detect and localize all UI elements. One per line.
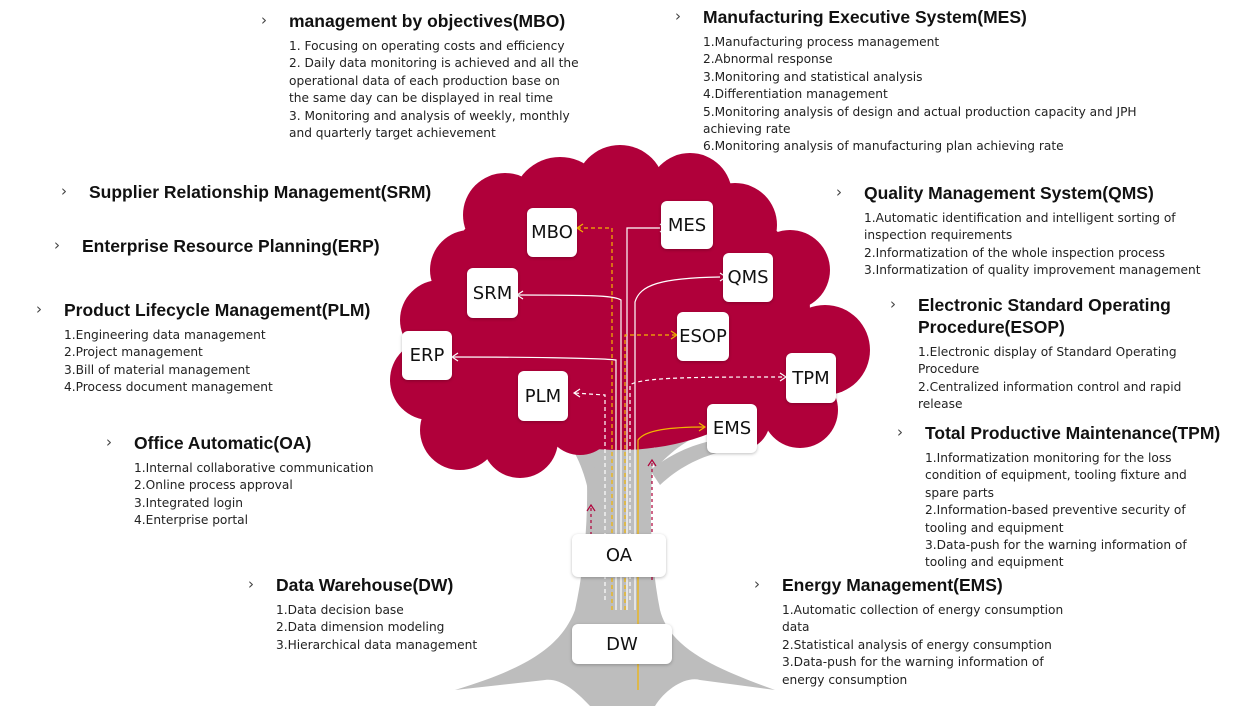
list-item: 2.Abnormal response: [703, 52, 833, 67]
list-item: 1.Manufacturing process management: [703, 35, 940, 49]
chevron-right-icon: ›: [261, 11, 267, 29]
list-item: 5.Monitoring analysis of design and actu…: [703, 104, 1137, 137]
list-item: 1.Engineering data management: [64, 328, 266, 342]
chevron-right-icon: ›: [897, 423, 903, 441]
node-srm[interactable]: SRM: [467, 268, 518, 318]
chevron-right-icon: ›: [754, 575, 760, 593]
section-mes: › Manufacturing Executive System(MES) 1.…: [675, 6, 1145, 156]
chevron-right-icon: ›: [54, 236, 60, 254]
node-ems[interactable]: EMS: [707, 404, 757, 453]
list-item: 3.Monitoring and statistical analysis: [703, 69, 923, 84]
section-plm: › Product Lifecycle Management(PLM) 1.En…: [36, 299, 396, 397]
chevron-right-icon: ›: [61, 182, 67, 200]
section-title: Product Lifecycle Management(PLM): [64, 300, 371, 320]
list-item: 3.Data-push for the warning information …: [782, 655, 1044, 687]
node-qms[interactable]: QMS: [723, 253, 773, 302]
section-oa: › Office Automatic(OA) 1.Internal collab…: [106, 432, 406, 530]
list-item: 3.Bill of material management: [64, 362, 251, 377]
list-item: 2.Information-based preventive security …: [925, 503, 1186, 535]
list-item: 2.Informatization of the whole inspectio…: [864, 245, 1165, 260]
section-title: Manufacturing Executive System(MES): [703, 7, 1027, 27]
chevron-right-icon: ›: [675, 7, 681, 25]
section-ems: › Energy Management(EMS) 1.Automatic col…: [754, 574, 1074, 689]
list-item: 3.Integrated login: [134, 495, 244, 510]
section-title: Office Automatic(OA): [134, 433, 312, 453]
section-erp: › Enterprise Resource Planning(ERP): [54, 235, 454, 257]
list-item: 2.Statistical analysis of energy consump…: [782, 637, 1052, 652]
section-qms: › Quality Management System(QMS) 1.Autom…: [836, 182, 1216, 280]
list-item: 4.Enterprise portal: [134, 513, 249, 528]
section-srm: › Supplier Relationship Management(SRM): [61, 181, 461, 203]
list-item: 1.Informatization monitoring for the los…: [925, 451, 1187, 500]
list-item: 1.Data decision base: [276, 603, 404, 617]
node-plm[interactable]: PLM: [518, 371, 568, 421]
chevron-right-icon: ›: [836, 183, 842, 201]
section-title: Electronic Standard Operating Procedure(…: [918, 295, 1171, 337]
list-item: 1.Electronic display of Standard Operati…: [918, 345, 1177, 377]
node-mbo[interactable]: MBO: [527, 208, 577, 257]
list-item: 1.Automatic identification and intellige…: [864, 211, 1176, 243]
chevron-right-icon: ›: [248, 575, 254, 593]
list-item: 1. Focusing on operating costs and effic…: [289, 39, 565, 53]
list-item: 2.Centralized information control and ra…: [918, 379, 1182, 412]
list-item: 2.Project management: [64, 345, 203, 360]
section-title: Supplier Relationship Management(SRM): [89, 182, 432, 202]
section-tpm: › Total Productive Maintenance(TPM) 1.In…: [897, 422, 1247, 572]
node-mes[interactable]: MES: [661, 201, 713, 249]
list-item: 1.Automatic collection of energy consump…: [782, 603, 1064, 635]
section-title: Quality Management System(QMS): [864, 183, 1154, 203]
node-oa[interactable]: OA: [572, 534, 666, 577]
chevron-right-icon: ›: [106, 433, 112, 451]
node-erp[interactable]: ERP: [402, 331, 452, 380]
list-item: 4.Differentiation management: [703, 87, 888, 102]
list-item: 3.Hierarchical data management: [276, 637, 478, 652]
list-item: 3. Monitoring and analysis of weekly, mo…: [289, 108, 570, 141]
node-tpm[interactable]: TPM: [786, 353, 836, 403]
list-item: 3.Data-push for the warning information …: [925, 538, 1187, 570]
section-title: Total Productive Maintenance(TPM): [925, 423, 1221, 443]
section-title: Enterprise Resource Planning(ERP): [82, 236, 380, 256]
list-item: 6.Monitoring analysis of manufacturing p…: [703, 139, 1064, 154]
section-dw: › Data Warehouse(DW) 1.Data decision bas…: [248, 574, 508, 654]
list-item: 1.Internal collaborative communication: [134, 461, 374, 475]
section-mbo: › management by objectives(MBO) 1. Focus…: [261, 10, 591, 142]
chevron-right-icon: ›: [890, 295, 896, 313]
chevron-right-icon: ›: [36, 300, 42, 318]
node-esop[interactable]: ESOP: [677, 312, 729, 361]
section-title: management by objectives(MBO): [289, 11, 566, 31]
list-item: 2.Online process approval: [134, 478, 293, 493]
section-esop: › Electronic Standard Operating Procedur…: [890, 294, 1235, 414]
node-dw[interactable]: DW: [572, 624, 672, 664]
list-item: 2. Daily data monitoring is achieved and…: [289, 56, 579, 106]
list-item: 3.Informatization of quality improvement…: [864, 263, 1201, 278]
list-item: 4.Process document management: [64, 380, 273, 395]
section-title: Data Warehouse(DW): [276, 575, 454, 595]
list-item: 2.Data dimension modeling: [276, 620, 445, 635]
section-title: Energy Management(EMS): [782, 575, 1003, 595]
